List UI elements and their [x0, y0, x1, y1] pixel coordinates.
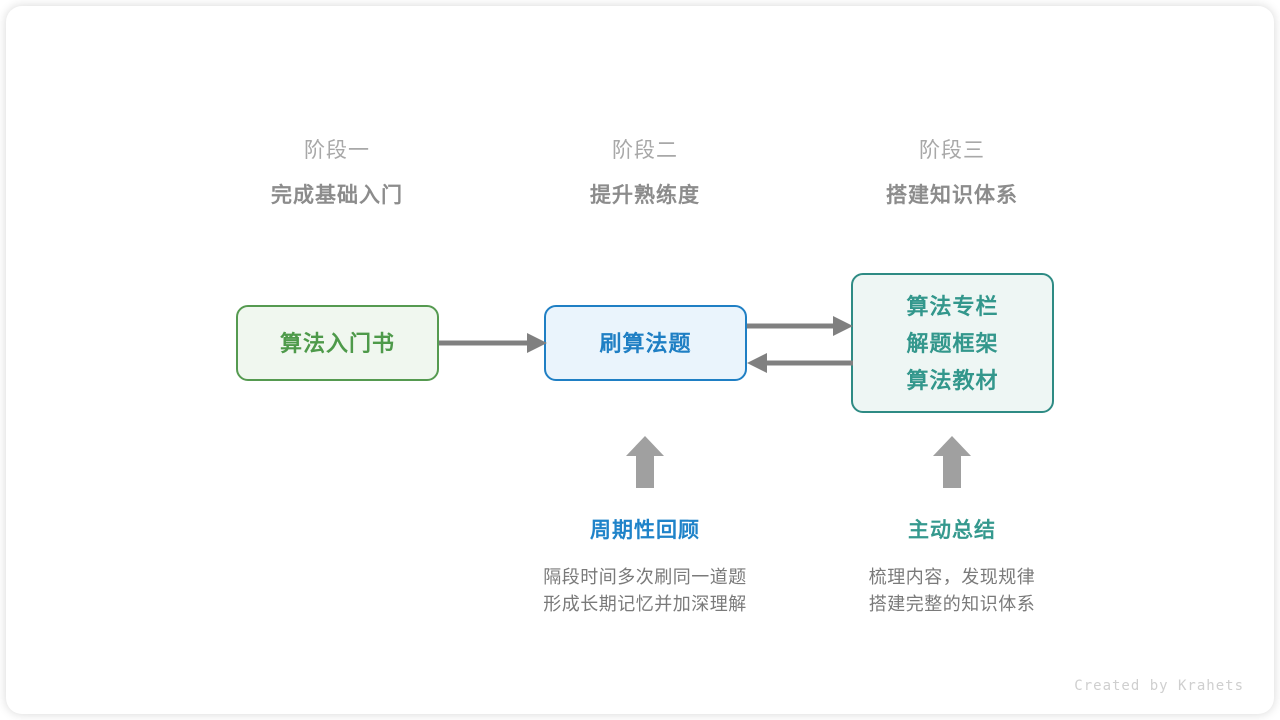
- note-summary-body: 梳理内容，发现规律 搭建完整的知识体系: [802, 564, 1102, 618]
- note-review-body-line-1: 隔段时间多次刷同一道题: [543, 567, 747, 587]
- note-review-body: 隔段时间多次刷同一道题 形成长期记忆并加深理解: [495, 564, 795, 618]
- node-resources-line-1: 算法专栏: [906, 293, 999, 319]
- stage-header-two: 阶段二 提升熟练度: [495, 136, 795, 211]
- stage-two-subtitle: 阶段二: [612, 139, 678, 162]
- stage-three-title: 搭建知识体系: [886, 184, 1018, 207]
- node-learning-resources: 算法专栏 解题框架 算法教材: [851, 273, 1054, 413]
- arrow-up-summary: [933, 436, 971, 488]
- stage-three-subtitle: 阶段三: [919, 139, 985, 162]
- stage-one-title: 完成基础入门: [271, 184, 403, 207]
- diagram-canvas: 阶段一 完成基础入门 阶段二 提升熟练度 阶段三 搭建知识体系 算法入门书 刷算…: [6, 6, 1274, 714]
- note-summary-body-line-2: 搭建完整的知识体系: [868, 594, 1036, 614]
- node-resources-line-3: 算法教材: [906, 367, 999, 393]
- node-resources-line-2: 解题框架: [906, 330, 999, 356]
- arrow-up-review: [626, 436, 664, 488]
- note-periodic-review: 周期性回顾 隔段时间多次刷同一道题 形成长期记忆并加深理解: [495, 516, 795, 618]
- stage-header-one: 阶段一 完成基础入门: [187, 136, 487, 211]
- stage-one-subtitle: 阶段一: [304, 139, 370, 162]
- note-active-summary: 主动总结 梳理内容，发现规律 搭建完整的知识体系: [802, 516, 1102, 618]
- arrow-book-to-practice: [439, 333, 547, 353]
- note-summary-title: 主动总结: [908, 519, 996, 542]
- credit-footer: Created by Krahets: [1074, 678, 1244, 694]
- arrow-resources-to-practice: [747, 353, 853, 373]
- node-book-line-1: 算法入门书: [279, 330, 395, 356]
- node-practice-line-1: 刷算法题: [599, 330, 692, 356]
- node-algorithm-intro-book: 算法入门书: [236, 305, 439, 381]
- note-review-title: 周期性回顾: [590, 519, 700, 542]
- arrow-practice-to-resources: [747, 316, 853, 336]
- note-summary-body-line-1: 梳理内容，发现规律: [868, 567, 1036, 587]
- note-review-body-line-2: 形成长期记忆并加深理解: [543, 594, 747, 614]
- stage-two-title: 提升熟练度: [590, 184, 700, 207]
- stage-header-three: 阶段三 搭建知识体系: [802, 136, 1102, 211]
- node-practice-problems: 刷算法题: [544, 305, 747, 381]
